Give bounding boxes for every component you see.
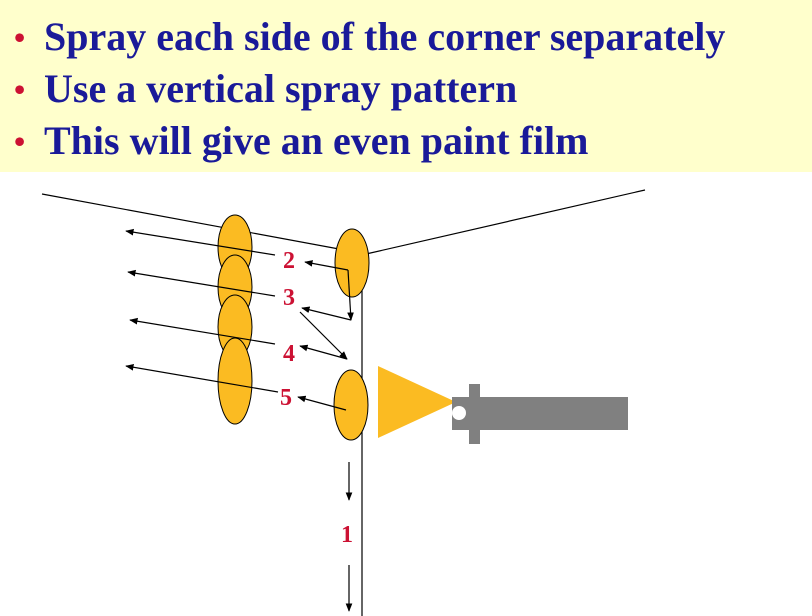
pass-arrow: [347, 269, 354, 321]
pass-arrow: [125, 363, 279, 393]
pass-arrow: [297, 395, 347, 411]
pass-arrow: [301, 306, 352, 321]
step-number-1: 1: [341, 522, 353, 548]
step-number-4: 4: [283, 341, 295, 367]
bullet-text: Use a vertical spray pattern: [44, 66, 518, 111]
bullet-dot-icon: •: [14, 123, 26, 159]
pass-arrow: [129, 317, 276, 345]
bullet-dot-icon: •: [14, 19, 26, 55]
bullet-dot-icon: •: [14, 71, 26, 107]
pass-arrow: [125, 228, 276, 256]
spray-gun-icon: [452, 384, 628, 444]
pass-arrow: [127, 269, 276, 297]
bullet-list: • Spray each side of the corner separatel…: [0, 0, 812, 172]
right-wall-line: [365, 189, 646, 255]
pass-arrow: [299, 344, 348, 360]
bullet-item: • Spray each side of the corner separatel…: [14, 15, 725, 59]
step-number-3: 3: [283, 285, 295, 311]
left-wall-line: [41, 193, 367, 255]
bullet-item: • This will give an even paint film: [14, 119, 589, 163]
bullet-text: This will give an even paint film: [44, 118, 589, 163]
spray-fan-icon: [378, 366, 456, 438]
step-number-5: 5: [280, 385, 292, 411]
corner-spray-pattern-top: [334, 228, 370, 298]
bullet-text: Spray each side of the corner separately: [44, 14, 726, 59]
step-number-2: 2: [283, 248, 295, 274]
pass-arrow: [304, 260, 349, 271]
pass-arrow: [299, 311, 348, 360]
bullet-item: • Use a vertical spray pattern: [14, 67, 517, 111]
left-wall-spray-pattern: [217, 337, 253, 425]
corner-spray-pattern-bottom: [333, 369, 369, 441]
